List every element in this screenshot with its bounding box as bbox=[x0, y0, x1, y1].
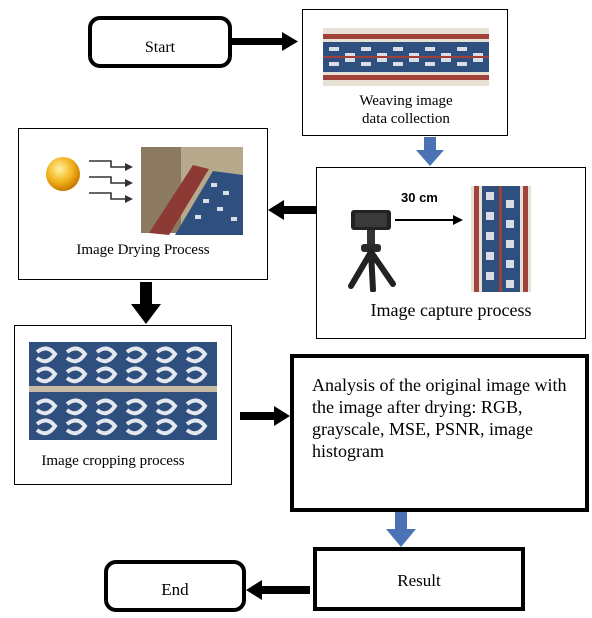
drying-illustration bbox=[46, 147, 243, 235]
drying-label: Image Drying Process bbox=[76, 242, 210, 258]
analysis-node: Analysis of the original image with the … bbox=[290, 354, 589, 512]
cropped-fabric-image bbox=[29, 342, 217, 440]
capture-illustration bbox=[348, 186, 531, 292]
analysis-label: Analysis of the original image with the … bbox=[312, 375, 567, 461]
arrow-cropping-to-analysis bbox=[240, 406, 290, 426]
capture-label: Image capture process bbox=[370, 300, 532, 320]
arrow-weaving-to-capture bbox=[416, 137, 444, 166]
arrow-result-to-end bbox=[246, 580, 310, 600]
drying-node: Image Drying Process bbox=[18, 128, 268, 280]
weaving-fabric-image bbox=[323, 28, 489, 86]
start-node: Start bbox=[88, 16, 232, 68]
end-label: End bbox=[161, 580, 189, 599]
arrow-start-to-weaving bbox=[232, 32, 298, 51]
result-node: Result bbox=[313, 547, 525, 611]
capture-distance-label: 30 cm bbox=[401, 190, 438, 205]
start-label: Start bbox=[144, 39, 176, 56]
arrow-drying-to-cropping bbox=[131, 282, 161, 324]
weaving-collection-node: Weaving image data collection bbox=[302, 9, 508, 136]
sun-icon bbox=[46, 157, 80, 191]
arrow-analysis-to-result bbox=[386, 512, 416, 547]
weaving-collection-label: Weaving image data collection bbox=[359, 93, 453, 127]
result-label: Result bbox=[397, 571, 441, 590]
cropping-node: Image cropping process bbox=[14, 325, 232, 485]
end-node: End bbox=[104, 560, 246, 612]
capture-node: 30 cm Image capture process bbox=[316, 167, 586, 339]
tripod-icon bbox=[348, 249, 396, 292]
cropping-label: Image cropping process bbox=[41, 453, 185, 469]
arrow-capture-to-drying bbox=[268, 200, 316, 220]
